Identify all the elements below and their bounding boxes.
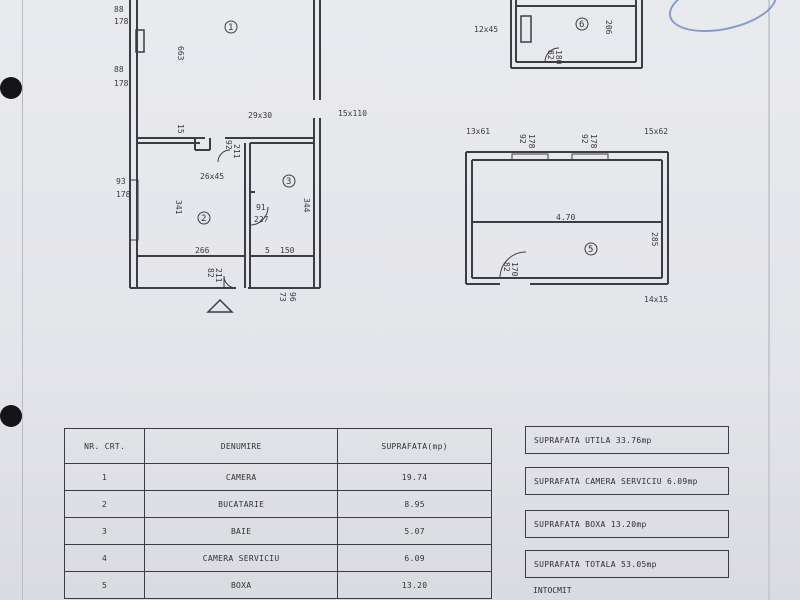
dim-5: 5 [265,246,270,255]
dim-178-b: 178 [114,79,129,88]
room-marker-2: 2 [201,214,206,224]
row-3-area: 5.07 [337,517,492,545]
summary-totala: SUPRAFATA TOTALA 53.05mp [525,550,729,578]
table-header-row: NR. CRT. DENUMIRE SUPRAFATA(mp) [63,428,492,464]
dim-88-a: 88 [114,5,124,14]
row-4-nr: 4 [63,544,146,572]
intocmit-label: INTOCMIT [533,586,572,595]
header-denumire: DENUMIRE [144,428,339,464]
row-5-nr: 5 [63,571,146,599]
room-marker-1: 1 [228,23,233,33]
dim-211-a: 211 [232,144,241,159]
margin-line [22,0,23,600]
row-3-nr: 3 [63,517,146,545]
table-row: 1 CAMERA 19.74 [63,463,492,491]
table-row: 3 BAIE 5.07 [63,517,492,545]
dim-82-a: 82 [206,268,215,278]
row-2-area: 8.95 [337,490,492,518]
dim-178-a: 178 [114,17,129,26]
summary-serviciu: SUPRAFATA CAMERA SERVICIU 6.09mp [525,467,729,495]
room-marker-5: 5 [588,245,593,255]
dim-91: 91 [256,203,266,212]
rooms-table: NR. CRT. DENUMIRE SUPRAFATA(mp) 1 CAMERA… [63,428,492,599]
dim-92-c: 92 [580,134,589,144]
dim-178-e: 178 [589,134,598,149]
dim-266: 266 [195,246,210,255]
summary-boxa: SUPRAFATA BOXA 13.20mp [525,510,729,538]
room-marker-3: 3 [286,177,291,187]
row-4-area: 6.09 [337,544,492,572]
room-marker-6: 6 [579,20,584,30]
header-nr: NR. CRT. [63,428,146,464]
row-4-name: CAMERA SERVICIU [144,544,339,572]
table-row: 5 BOXA 13.20 [63,571,492,599]
dim-14x15: 14x15 [644,295,668,304]
row-1-nr: 1 [63,463,146,491]
binder-hole-bottom [0,405,22,427]
dim-15x62: 15x62 [644,127,668,136]
dim-29x30: 29x30 [248,111,272,120]
dim-92-b: 92 [518,134,527,144]
dim-180: 180 [554,50,563,65]
dim-73: 73 [278,292,287,302]
table-row: 2 BUCATARIE 8.95 [63,490,492,518]
row-3-name: BAIE [144,517,339,545]
dim-96: 96 [288,292,297,302]
dim-206: 206 [604,20,613,35]
row-2-nr: 2 [63,490,146,518]
dim-13x61: 13x61 [466,127,490,136]
binder-hole-top [0,77,22,99]
dim-227: 227 [254,215,269,224]
dim-88-b: 88 [114,65,124,74]
row-1-area: 19.74 [337,463,492,491]
table-row: 4 CAMERA SERVICIU 6.09 [63,544,492,572]
dim-178-c: 178 [116,190,131,199]
dim-663: 663 [176,46,185,61]
dim-93: 93 [116,177,126,186]
dim-470: 4.70 [556,213,575,222]
dim-15x110: 15x110 [338,109,367,118]
dim-82-b: 82 [546,50,555,60]
dim-150: 150 [280,246,295,255]
page-edge [768,0,770,600]
dim-178-d: 178 [527,134,536,149]
dim-285: 285 [650,232,659,247]
dim-170: 170 [510,262,519,277]
header-suprafata: SUPRAFATA(mp) [337,428,492,464]
row-1-name: CAMERA [144,463,339,491]
dim-341: 341 [174,200,183,215]
dim-15: 15 [176,124,185,134]
dim-12x45: 12x45 [474,25,498,34]
dim-82-c: 82 [502,262,511,272]
row-2-name: BUCATARIE [144,490,339,518]
dim-344: 344 [302,198,311,213]
row-5-name: BOXA [144,571,339,599]
dim-92-a: 92 [224,140,233,150]
row-5-area: 13.20 [337,571,492,599]
summary-utila: SUPRAFATA UTILA 33.76mp [525,426,729,454]
dim-26x45: 26x45 [200,172,224,181]
dim-211-b: 211 [214,268,223,283]
